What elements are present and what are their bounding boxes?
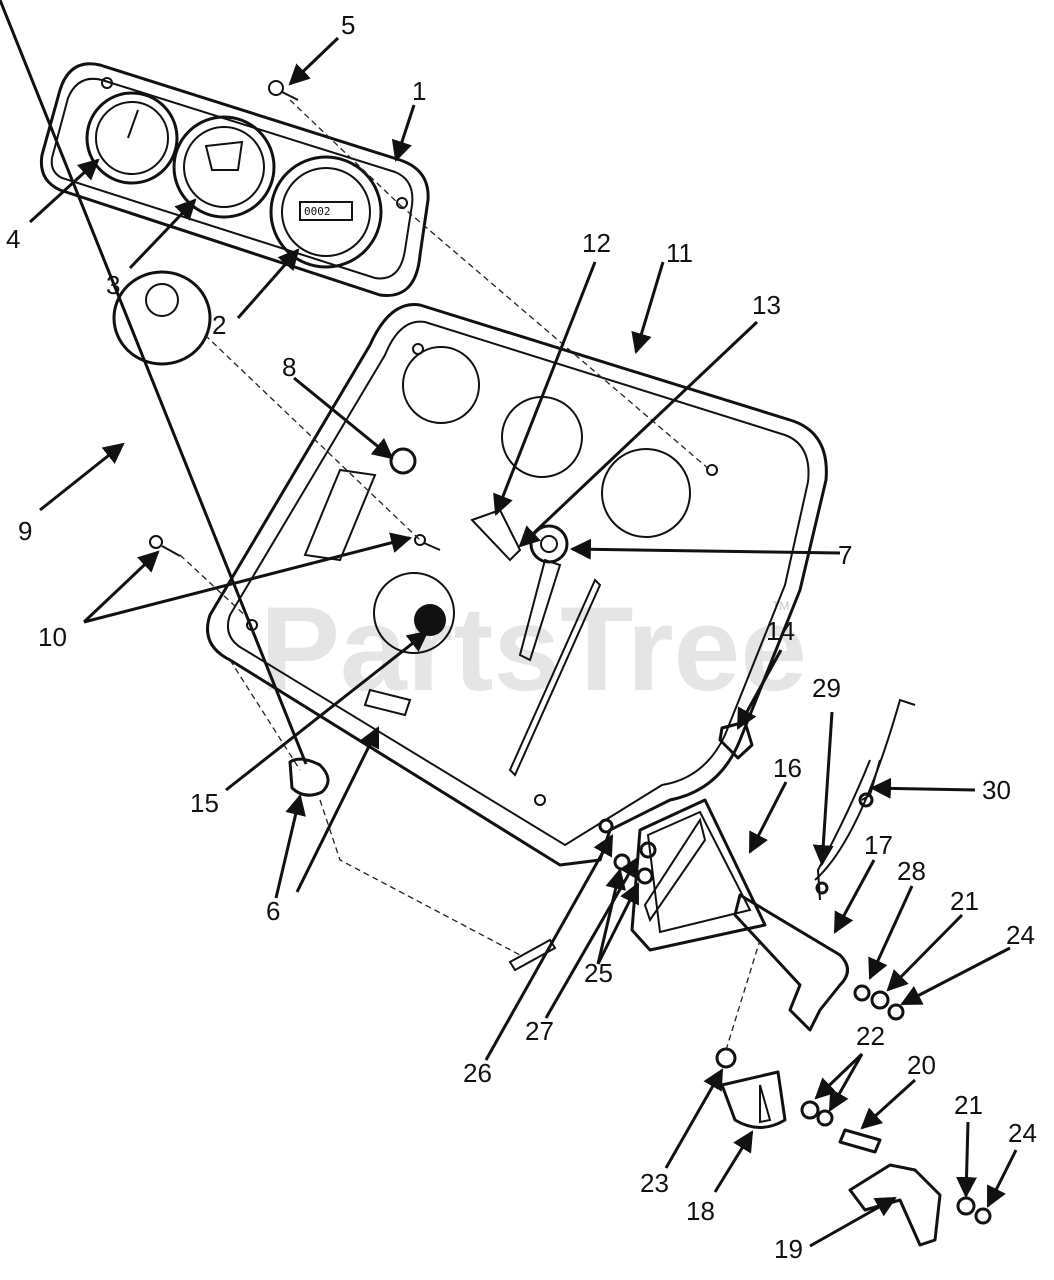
callout-18: 18: [686, 1196, 715, 1226]
hour-meter: 0002: [269, 155, 383, 269]
hour-meter-reading: 0002: [304, 205, 331, 218]
callout-17: 17: [864, 830, 893, 860]
callout-23: 23: [640, 1168, 669, 1198]
clip-14: [718, 720, 754, 760]
callout-24-lower: 24: [1008, 1118, 1037, 1148]
callout-8: 8: [282, 352, 296, 382]
washers: [598, 818, 992, 1225]
callout-26: 26: [463, 1058, 492, 1088]
gauge-panel: [39, 62, 430, 297]
callout-11: 11: [666, 238, 693, 268]
callout-12: 12: [582, 228, 611, 258]
callout-3: 3: [106, 270, 120, 300]
bolt-20: [838, 1128, 882, 1154]
callout-22: 22: [856, 1021, 885, 1051]
callout-6: 6: [266, 896, 280, 926]
callout-5: 5: [341, 10, 355, 40]
leader-lines: [0, 0, 1018, 1248]
callout-28: 28: [897, 856, 926, 886]
callout-15: 15: [190, 788, 219, 818]
callout-19: 19: [774, 1234, 803, 1264]
callout-27: 27: [525, 1016, 554, 1046]
callouts: 5 1 4 3 2 12 11 13 8 9 7 10 14 29 16 30 …: [6, 10, 1037, 1264]
callout-9: 9: [18, 516, 32, 546]
plate-18: [720, 1070, 787, 1129]
callout-21-upper: 21: [950, 886, 979, 916]
cables: [814, 698, 916, 901]
fuse-holder-6: [288, 757, 330, 797]
callout-30: 30: [982, 775, 1011, 805]
callout-16: 16: [773, 753, 802, 783]
callout-20: 20: [907, 1050, 936, 1080]
bracket-16: [630, 798, 767, 952]
toggle-lever: [470, 508, 522, 562]
light-switch: [389, 447, 417, 475]
callout-13: 13: [752, 290, 781, 320]
callout-14: 14: [766, 616, 795, 646]
callout-25: 25: [584, 958, 613, 988]
align-line: [399, 204, 711, 471]
callout-24-upper: 24: [1006, 920, 1035, 950]
callout-21-lower: 21: [954, 1090, 983, 1120]
lens-9: [112, 270, 212, 366]
callout-10: 10: [38, 622, 67, 652]
throttle-lever-19: [848, 1163, 942, 1247]
temperature-gauge: [85, 91, 179, 185]
callout-29: 29: [812, 673, 841, 703]
ammeter-gauge: [172, 115, 276, 219]
watermark-tm: TM: [772, 599, 789, 613]
callout-4: 4: [6, 224, 20, 254]
screw-10: [149, 534, 441, 557]
ignition-switch: [373, 572, 455, 654]
callout-2: 2: [212, 310, 226, 340]
screw-5: [268, 80, 299, 101]
callout-7: 7: [838, 540, 852, 570]
callout-1: 1: [412, 76, 426, 106]
pin-26: [508, 938, 557, 972]
lever-17: [733, 893, 849, 1032]
